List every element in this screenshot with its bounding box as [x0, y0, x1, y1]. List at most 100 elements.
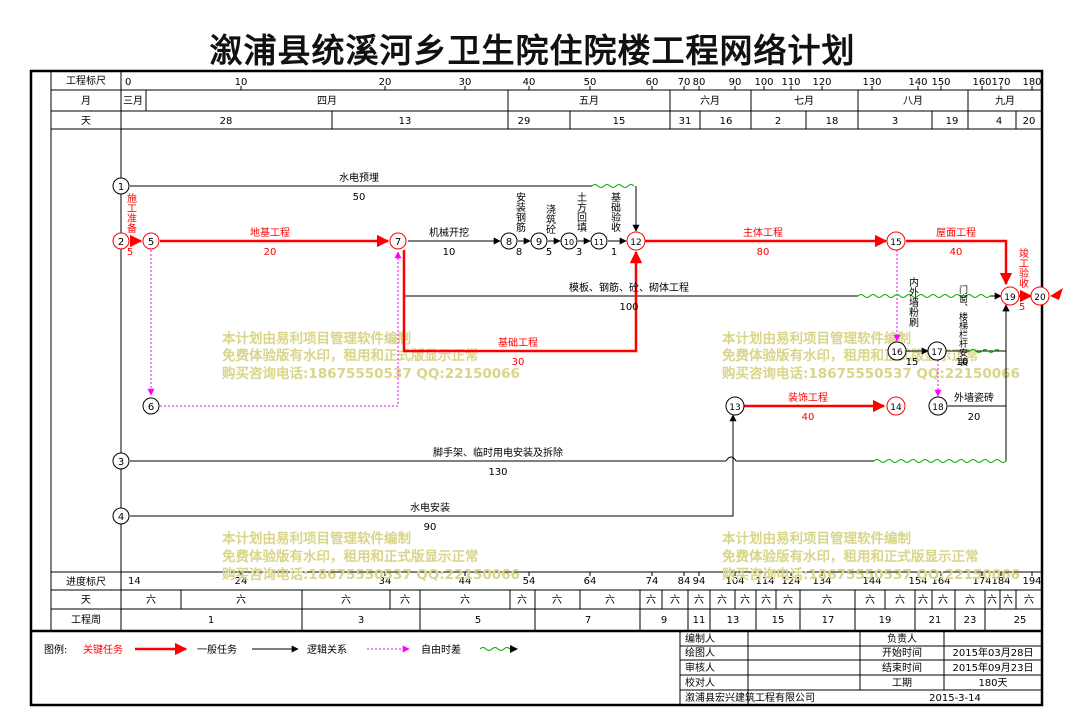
day-item: 13: [399, 116, 412, 127]
node-19: 19: [1000, 286, 1020, 306]
svg-text:11: 11: [594, 238, 604, 247]
scale-tick-label: 160: [972, 77, 991, 88]
day-item: 28: [220, 116, 233, 127]
month-item: 七月: [794, 95, 814, 107]
progress-tick-label: 134: [812, 576, 831, 587]
task-tile-name: 外墙瓷砖: [954, 391, 994, 404]
info-start-value: 2015年03月28日: [953, 646, 1034, 659]
day-item: 2: [775, 116, 781, 127]
float-6-7: [160, 251, 402, 407]
task-accept-name: 基础验收: [609, 191, 621, 233]
watermark-text: 购买咨询电话:18675550537 QQ:22150066: [222, 566, 520, 583]
task-scaffold-dur: 130: [488, 467, 507, 478]
weekday-item: 六: [146, 594, 156, 606]
progress-tick-label: 84: [678, 576, 691, 587]
progress-tick-label: 154: [908, 576, 927, 587]
svg-text:17: 17: [931, 348, 942, 358]
svg-text:12: 12: [630, 238, 641, 248]
weekday-item: 六: [605, 594, 615, 606]
watermark-text: 本计划由易利项目管理软件编制: [222, 330, 411, 347]
week-item: 19: [879, 615, 892, 626]
scale-tick-label: 140: [908, 77, 927, 88]
scale-tick-label: 20: [379, 77, 392, 88]
weekday-item: 六: [1024, 594, 1034, 606]
scale-tick-label: 80: [693, 77, 706, 88]
scale-tick-label: 110: [781, 77, 800, 88]
task-decor-name: 装饰工程: [788, 391, 828, 404]
page-title: 溆浦县统溪河乡卫生院住院楼工程网络计划: [209, 31, 856, 70]
week-item: 13: [727, 615, 740, 626]
month-item: 三月: [123, 95, 143, 107]
week-item: 17: [822, 615, 835, 626]
task-excavation-dur: 10: [443, 247, 456, 258]
month-item: 九月: [995, 95, 1015, 107]
info-checker: 校对人: [685, 676, 715, 689]
task-excavation-name: 机械开挖: [429, 226, 469, 239]
task-base-work-name: 基础工程: [498, 336, 538, 349]
day-item: 16: [720, 116, 733, 127]
svg-text:6: 6: [148, 402, 154, 413]
watermark-text: 免费体验版有水印，租用和正式版显示正常: [722, 548, 979, 565]
info-drafter: 绘图人: [685, 646, 715, 659]
svg-text:9: 9: [536, 237, 542, 248]
arrow-roof: [906, 239, 1013, 286]
svg-text:14: 14: [890, 403, 902, 413]
task-main-dur: 80: [757, 247, 770, 258]
float-scaffold: [873, 459, 1007, 463]
progress-tick-label: 74: [646, 576, 659, 587]
week-item: 21: [929, 615, 942, 626]
scale-tick-label: 30: [459, 77, 472, 88]
task-decor-dur: 40: [802, 412, 815, 423]
end-flag-icon: [1050, 288, 1063, 300]
info-company: 溆浦县宏兴建筑工程有限公司: [685, 691, 815, 704]
day-item: 29: [518, 116, 531, 127]
task-plaster-name: 内外墙粉刷: [907, 276, 919, 327]
month-label: 月: [81, 95, 91, 107]
weekday-item: 六: [1003, 594, 1013, 606]
task-doors-name: 门窗、楼梯栏杆安装: [957, 284, 968, 367]
scale-tick-label: 10: [235, 77, 248, 88]
info-compiler: 编制人: [685, 632, 715, 645]
progress-tick-label: 44: [459, 576, 472, 587]
progress-tick-label: 184: [991, 576, 1010, 587]
svg-text:8: 8: [506, 237, 512, 248]
task-formwork-dur: 100: [619, 302, 638, 313]
watermark-text: 免费体验版有水印，租用和正式版显示正常: [222, 347, 479, 364]
watermark-text: 免费体验版有水印，租用和正式版显示正常: [222, 548, 479, 565]
node-8: 8: [500, 232, 518, 250]
task-base-work-dur: 30: [512, 357, 525, 368]
task-foundation-name: 地基工程: [250, 226, 290, 239]
week-item: 25: [1014, 615, 1027, 626]
scale-tick-label: 130: [862, 77, 881, 88]
svg-text:16: 16: [891, 348, 903, 358]
week-item: 7: [585, 615, 591, 626]
node-6: 6: [142, 397, 160, 415]
weekday-item: 六: [646, 594, 656, 606]
weekday-item: 六: [400, 594, 410, 606]
task-water-pre-name: 水电预埋: [339, 171, 379, 184]
day-item: 3: [892, 116, 898, 127]
week-item: 23: [964, 615, 977, 626]
svg-text:19: 19: [1004, 293, 1016, 303]
day-item: 4: [996, 116, 1002, 127]
svg-text:20: 20: [1034, 293, 1046, 303]
node-13: 13: [725, 396, 745, 416]
info-end-value: 2015年09月23日: [953, 661, 1034, 674]
svg-text:13: 13: [729, 403, 740, 413]
node-12: 12: [626, 231, 646, 251]
svg-text:15: 15: [890, 238, 901, 248]
task-rebar-dur: 8: [516, 247, 522, 258]
task-complete-dur: 5: [1019, 302, 1025, 313]
arrow-scaffold-hop: [725, 456, 737, 462]
scale-tick-label: 100: [754, 77, 773, 88]
day-item: 18: [826, 116, 839, 127]
info-period-value: 180天: [978, 678, 1007, 689]
weekday-item: 六: [822, 594, 832, 606]
footer-day-label: 天: [81, 595, 91, 606]
scale-tick-label: 60: [646, 77, 659, 88]
progress-tick-label: 34: [379, 576, 392, 587]
progress-label: 进度标尺: [66, 575, 106, 588]
progress-tick-label: 14: [128, 576, 141, 587]
node-7: 7: [389, 232, 407, 250]
progress-tick-label: 124: [781, 576, 800, 587]
